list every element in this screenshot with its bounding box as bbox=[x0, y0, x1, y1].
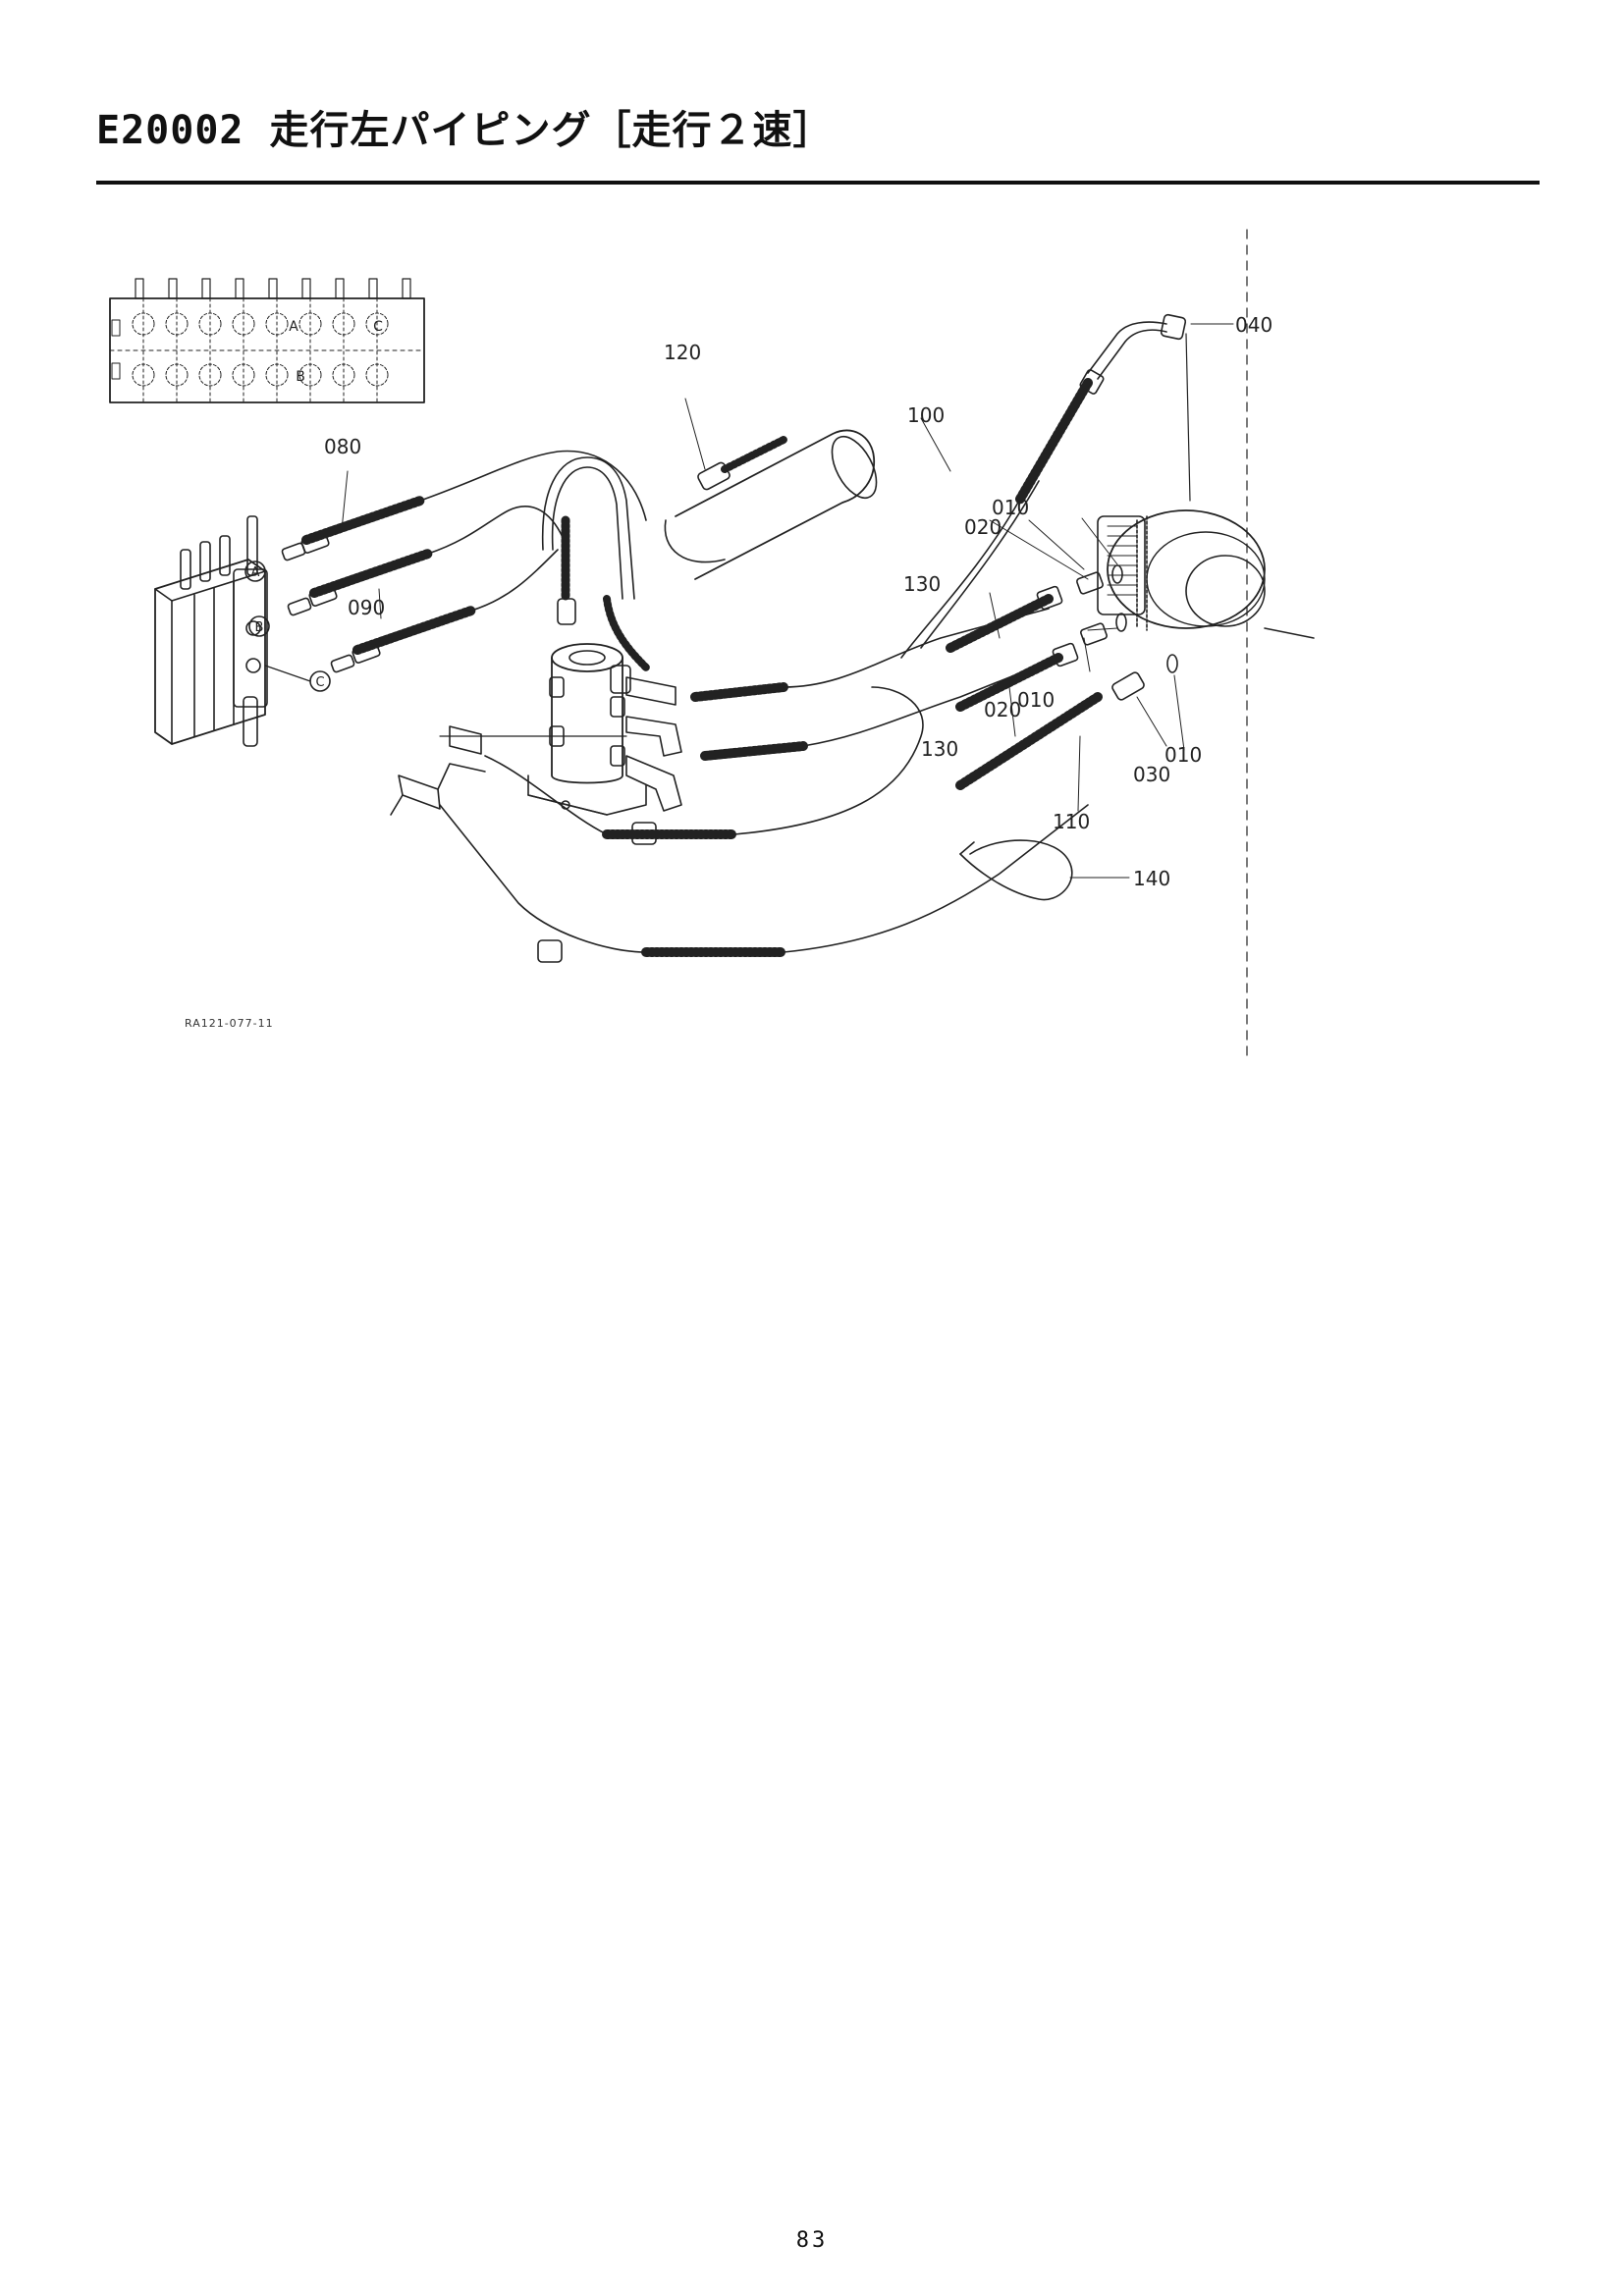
swivel-feed-hoses bbox=[541, 456, 650, 694]
callout-090: 090 bbox=[348, 596, 385, 619]
callout-010-b: 010 bbox=[1017, 688, 1055, 712]
valve-inset bbox=[109, 278, 425, 403]
port-c-leader bbox=[264, 665, 311, 682]
callout-010-a: 010 bbox=[992, 496, 1029, 519]
callout-010-c: 010 bbox=[1164, 743, 1202, 767]
callout-100: 100 bbox=[907, 403, 945, 427]
port-c-label: C bbox=[315, 675, 324, 690]
callout-110: 110 bbox=[1053, 810, 1090, 833]
section-code: E20002 bbox=[96, 108, 244, 153]
callout-140: 140 bbox=[1133, 867, 1170, 890]
pipe-040 bbox=[1087, 313, 1191, 502]
cylinder-120 bbox=[664, 429, 878, 580]
control-valve bbox=[154, 515, 268, 747]
swivel-elbows bbox=[390, 676, 682, 816]
port-marker-b: B bbox=[248, 615, 270, 637]
fittings-020-010 bbox=[1076, 564, 1127, 646]
parts-diagram: A B C A B C bbox=[96, 226, 1315, 1070]
page-header: E20002 走行左パイピング［走行２速］ bbox=[96, 90, 1540, 185]
callout-020-b: 020 bbox=[984, 698, 1021, 721]
hose-130-upper bbox=[690, 585, 1063, 702]
callout-130-b: 130 bbox=[921, 737, 958, 761]
figure-code: RA121-077-11 bbox=[185, 1017, 274, 1030]
title-rule bbox=[96, 181, 1540, 185]
swivel-joint bbox=[527, 643, 647, 816]
hose-080 bbox=[300, 450, 647, 554]
travel-motor bbox=[1097, 509, 1315, 639]
hose-130-lower bbox=[700, 642, 1079, 761]
lower-hoses bbox=[439, 686, 1089, 963]
port-b-label: B bbox=[255, 620, 264, 635]
inset-port-c-label: C bbox=[373, 319, 383, 335]
port-marker-c: C bbox=[309, 670, 331, 692]
section-title: 走行左パイピング［走行２速］ bbox=[269, 108, 834, 153]
callout-040: 040 bbox=[1235, 313, 1272, 337]
clamp-140 bbox=[959, 839, 1073, 901]
callout-labels: 080 090 120 100 040 010 020 130 010 020 … bbox=[324, 313, 1272, 890]
inset-port-b-label: B bbox=[296, 369, 305, 385]
callout-leaders bbox=[341, 323, 1234, 879]
hose-c bbox=[352, 549, 559, 664]
page-number: 83 bbox=[795, 2228, 829, 2253]
hose-100 bbox=[900, 369, 1105, 659]
callout-120: 120 bbox=[664, 341, 701, 364]
inset-port-labels: A B C bbox=[289, 319, 383, 385]
page-title: E20002 走行左パイピング［走行２速］ bbox=[96, 98, 834, 155]
hose-090 bbox=[308, 506, 568, 607]
port-a-label: A bbox=[251, 565, 260, 580]
inset-port-a-label: A bbox=[289, 319, 298, 335]
hose-110 bbox=[955, 654, 1178, 790]
callout-030: 030 bbox=[1133, 763, 1170, 786]
port-marker-a: A bbox=[244, 561, 266, 582]
valve-fittings bbox=[281, 542, 355, 673]
callout-080: 080 bbox=[324, 435, 361, 458]
callout-130-a: 130 bbox=[903, 572, 941, 596]
callout-020-a: 020 bbox=[964, 515, 1001, 539]
